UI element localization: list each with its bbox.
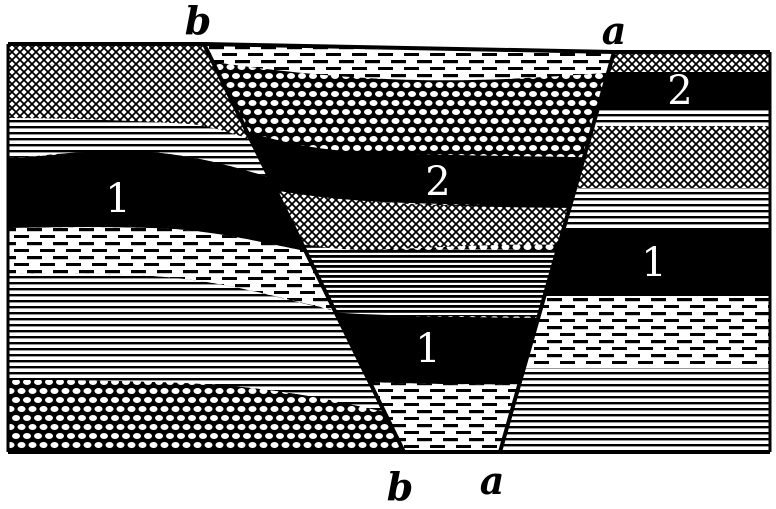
fault-line-b (202, 43, 406, 453)
bed-label-1-left: 1 (105, 176, 130, 222)
center-conglomerate-bed (240, 182, 614, 251)
right-laminated-bed-lower (500, 368, 770, 452)
bed-label-2-right: 2 (667, 68, 692, 114)
center-shale-cap (204, 44, 614, 81)
fault-label-a-bottom: a (480, 458, 505, 503)
left-sandstone-base (8, 380, 404, 452)
center-sandstone-bed (204, 60, 614, 160)
left-shale-bed (8, 227, 404, 320)
left-laminated-bed-lower (8, 273, 404, 420)
fault-label-a-top: a (602, 8, 627, 53)
surface-line (8, 42, 770, 54)
right-shale-bed (500, 296, 770, 368)
bed-label-1-center: 1 (415, 326, 440, 372)
bed-label-2-center: 2 (425, 159, 450, 205)
center-bed-2 (204, 110, 614, 208)
bed-label-1-right: 1 (641, 240, 666, 286)
fault-label-b-bottom: b (387, 464, 414, 509)
fault-label-b-top: b (185, 0, 212, 43)
fault-line-a (498, 51, 616, 453)
center-laminated-bed (260, 230, 614, 318)
